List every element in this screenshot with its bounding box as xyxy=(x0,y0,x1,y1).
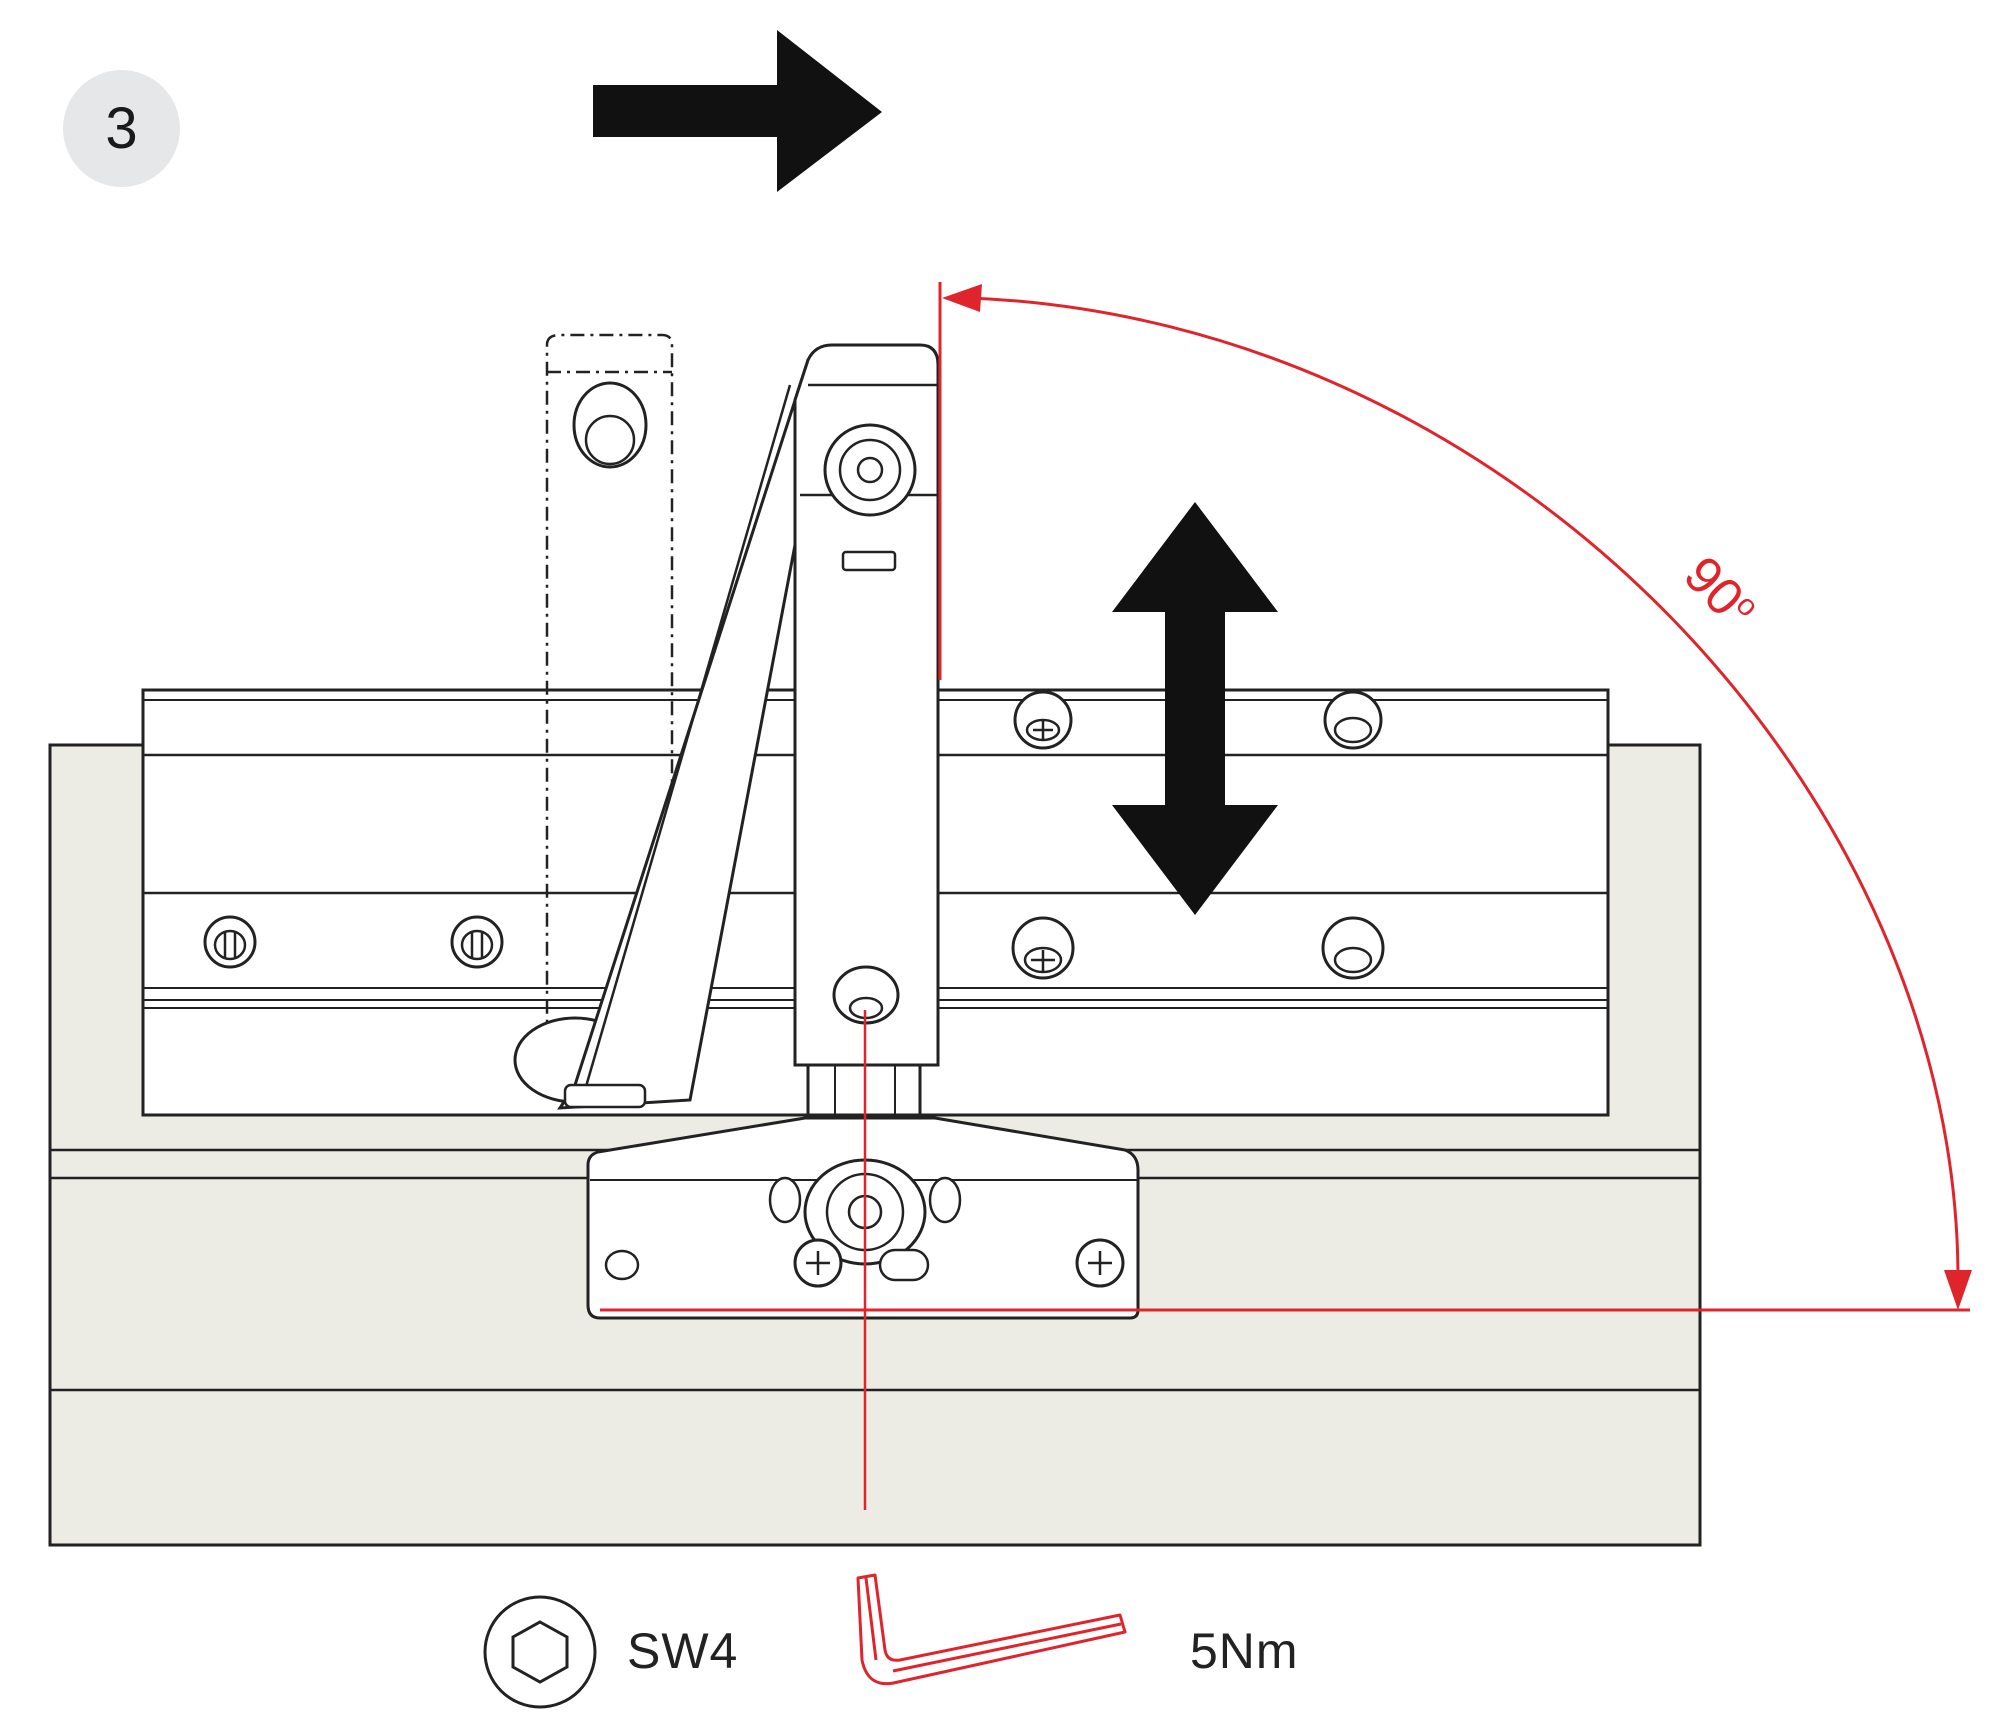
screw-icon xyxy=(1321,916,1385,980)
arm-slot xyxy=(841,550,897,572)
torque-label: 5Nm xyxy=(1190,1623,1299,1679)
screw-icon xyxy=(1323,690,1383,750)
link-arm-edge xyxy=(583,384,792,1091)
screw-icon xyxy=(203,915,257,969)
angle-arrow-bottom xyxy=(1944,1270,1972,1310)
screw-icon xyxy=(793,1238,843,1288)
screw-icon xyxy=(1011,916,1075,980)
step-number-badge: 3 xyxy=(63,70,180,187)
base-slot xyxy=(878,1248,930,1282)
up-down-arrow-icon xyxy=(1112,502,1278,915)
arm-previous-position xyxy=(545,333,674,1087)
screw-icon xyxy=(1075,1238,1125,1288)
angle-arc xyxy=(969,296,1960,1283)
link-arm-tip xyxy=(563,1083,647,1109)
allen-key-icon xyxy=(856,1573,1127,1686)
screw-icon xyxy=(450,915,504,969)
base-knob-right xyxy=(928,1176,962,1224)
arm-pivot xyxy=(823,423,917,517)
main-arm xyxy=(793,343,940,1067)
arm-previous-pin xyxy=(572,381,648,469)
hex-socket-icon xyxy=(483,1595,597,1709)
angle-arrow-top xyxy=(942,284,982,312)
base-knob-left xyxy=(768,1176,802,1224)
key-size-label: SW4 xyxy=(627,1623,739,1679)
right-arrow-icon xyxy=(593,30,882,192)
screw-icon xyxy=(1013,690,1073,750)
step-number: 3 xyxy=(105,96,138,161)
base-hole xyxy=(604,1249,640,1281)
